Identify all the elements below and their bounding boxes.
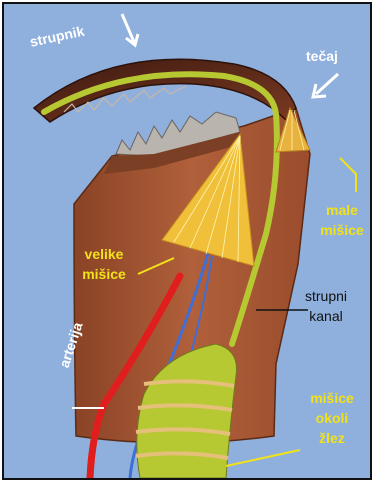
misice-okoli-zlez-line2: okoli bbox=[304, 408, 360, 428]
male-misice-line1: male bbox=[318, 200, 366, 220]
velike-misice-line2: mišice bbox=[76, 264, 132, 284]
tecaj-label: tečaj bbox=[306, 46, 338, 66]
strupni-kanal-line2: kanal bbox=[296, 306, 356, 326]
strupni-kanal-line1: strupni bbox=[296, 286, 356, 306]
misice-okoli-zlez-leader bbox=[226, 450, 300, 466]
velike-misice-line1: velike bbox=[76, 244, 132, 264]
misice-okoli-zlez-line3: žlez bbox=[304, 428, 360, 448]
diagram-frame: strupnik tečaj male mišice velike mišice… bbox=[2, 2, 372, 480]
misice-okoli-zlez-line1: mišice bbox=[304, 388, 360, 408]
tecaj-arrow bbox=[313, 74, 338, 97]
strupnik-arrow bbox=[122, 14, 138, 45]
male-misice-line2: mišice bbox=[318, 220, 366, 240]
velike-misice-label: velike mišice bbox=[76, 244, 132, 284]
male-misice-bracket bbox=[340, 158, 356, 192]
fang bbox=[34, 59, 296, 122]
misice-okoli-zlez-label: mišice okoli žlez bbox=[304, 388, 360, 448]
strupni-kanal-label: strupni kanal bbox=[296, 286, 356, 326]
male-misice-label: male mišice bbox=[318, 200, 366, 240]
